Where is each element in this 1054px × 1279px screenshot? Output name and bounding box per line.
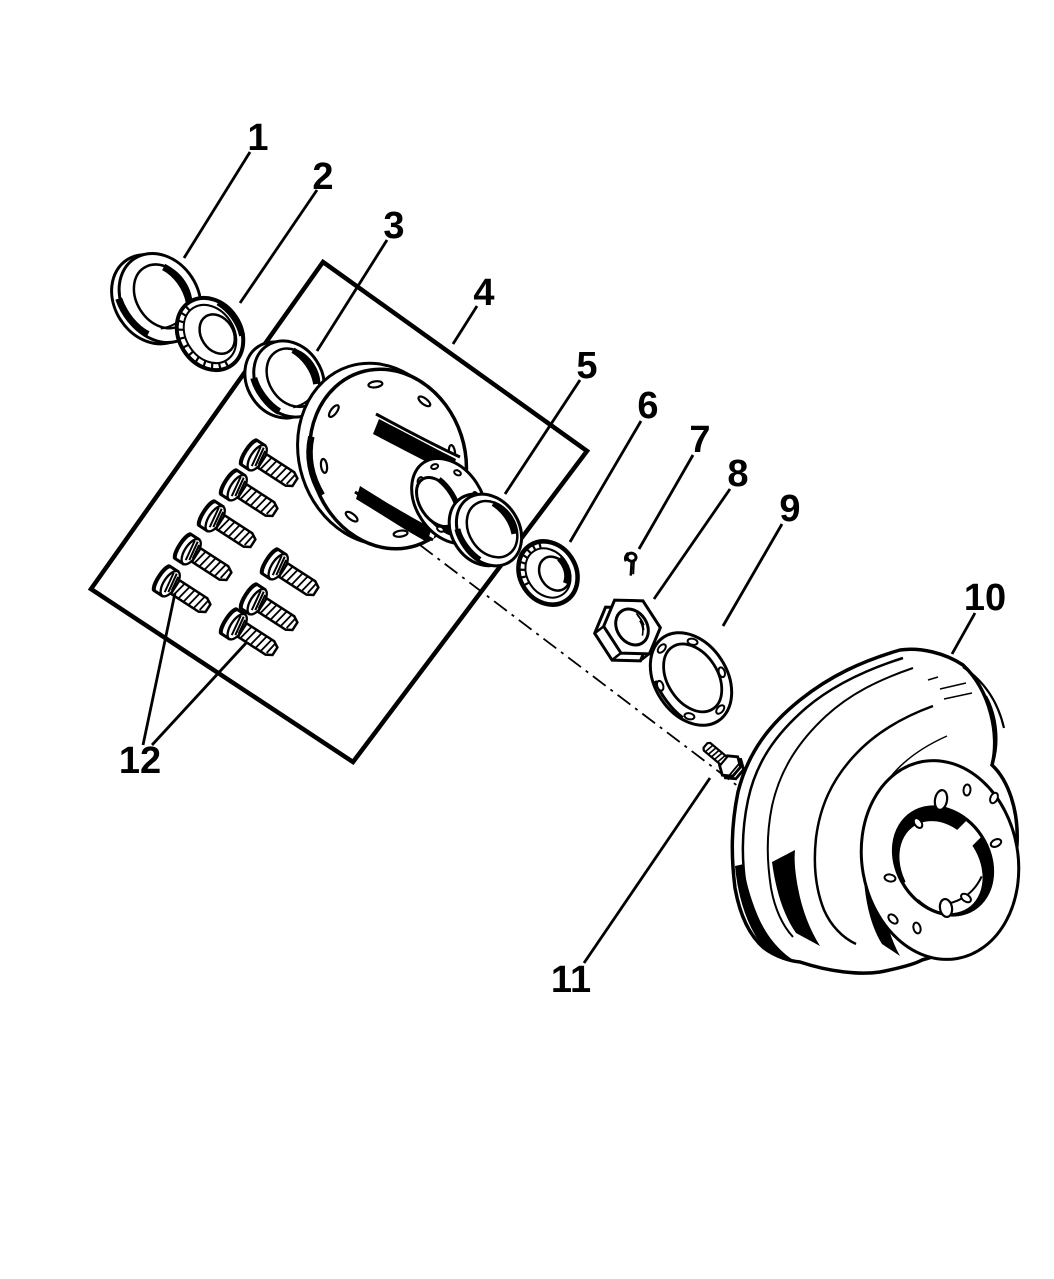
axis-centerline (419, 544, 773, 813)
leader-2 (238, 189, 319, 304)
callout-8: 8 (727, 453, 748, 495)
callout-3: 3 (383, 205, 404, 247)
brake-drum (730, 647, 1021, 975)
outer-bearing-cone (516, 539, 580, 607)
leader-8 (652, 488, 732, 600)
leader-10 (950, 612, 977, 655)
callout-4: 4 (473, 272, 494, 314)
leader-1 (182, 151, 252, 259)
spindle-nut (592, 598, 663, 663)
callout-12: 12 (119, 740, 161, 782)
bearing-cup (243, 339, 326, 420)
cotter-pin (623, 551, 638, 576)
mounting-plate-outline (87, 258, 591, 766)
callout-2: 2 (312, 156, 333, 198)
leader-4 (451, 305, 479, 345)
leader-5 (503, 379, 582, 495)
drum-screw (702, 741, 746, 781)
callout-11: 11 (551, 959, 591, 1001)
callout-10: 10 (964, 577, 1006, 619)
leader-7 (637, 454, 695, 550)
callout-7: 7 (689, 419, 710, 461)
callout-9: 9 (779, 488, 800, 530)
gasket (648, 631, 734, 727)
inner-bearing-cone (174, 295, 246, 373)
callout-labels: 1 2 3 4 5 6 7 8 9 10 11 12 (119, 117, 1006, 1001)
wheel-studs-group (149, 436, 326, 666)
hub (296, 361, 488, 551)
callout-1: 1 (247, 117, 268, 159)
leader-3 (315, 239, 389, 352)
callout-6: 6 (637, 385, 658, 427)
leader-6 (568, 420, 643, 543)
thrust-washer (447, 492, 524, 568)
leader-12a (141, 592, 177, 746)
leader-12b (150, 641, 249, 746)
leader-11 (582, 777, 712, 964)
leader-9 (721, 523, 784, 627)
leader-lines (141, 151, 977, 964)
callout-5: 5 (576, 345, 597, 387)
